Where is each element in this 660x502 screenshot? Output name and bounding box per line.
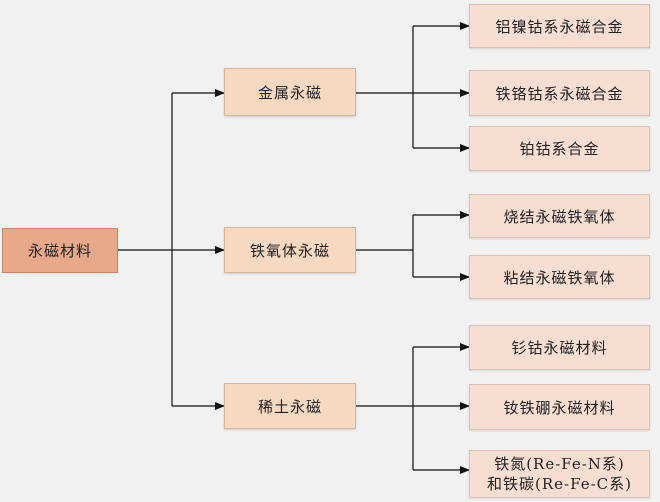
leaf-label: 钕铁硼永磁材料 — [503, 398, 616, 417]
leaf-label: 铂钴系合金 — [519, 140, 600, 158]
leaf-fe-n-fe-c: 铁氮(Re-Fe-N系) 和铁碳(Re-Fe-C系) — [469, 450, 650, 498]
leaf-label: 钐钴永磁材料 — [511, 339, 608, 357]
leaf-label: 粘结永磁铁氧体 — [503, 268, 616, 287]
leaf-sintered-ferrite: 烧结永磁铁氧体 — [469, 194, 650, 238]
category-ferrite: 铁氧体永磁 — [224, 227, 356, 273]
leaf-label-line1: 铁氮(Re-Fe-N系) — [494, 455, 625, 473]
leaf-alnico: 铝镍钴系永磁合金 — [469, 4, 650, 48]
leaf-fecrco: 铁铬钴系永磁合金 — [469, 70, 650, 116]
root-node: 永磁材料 — [2, 228, 118, 273]
category-metal-label: 金属永磁 — [257, 83, 322, 102]
category-rare-earth-label: 稀土永磁 — [257, 397, 322, 416]
category-rare-earth: 稀土永磁 — [224, 383, 356, 429]
leaf-bonded-ferrite: 粘结永磁铁氧体 — [469, 255, 650, 299]
leaf-label: 烧结永磁铁氧体 — [503, 207, 616, 226]
root-label: 永磁材料 — [27, 242, 92, 260]
category-metal: 金属永磁 — [224, 68, 356, 116]
category-ferrite-label: 铁氧体永磁 — [249, 241, 330, 260]
leaf-ptco: 铂钴系合金 — [469, 126, 650, 171]
leaf-ndfeb: 钕铁硼永磁材料 — [469, 384, 650, 430]
leaf-label: 铝镍钴系永磁合金 — [495, 17, 624, 36]
leaf-label-line2: 和铁碳(Re-Fe-C系) — [487, 475, 632, 493]
leaf-label: 铁铬钴系永磁合金 — [495, 84, 624, 103]
leaf-smco: 钐钴永磁材料 — [469, 325, 650, 370]
